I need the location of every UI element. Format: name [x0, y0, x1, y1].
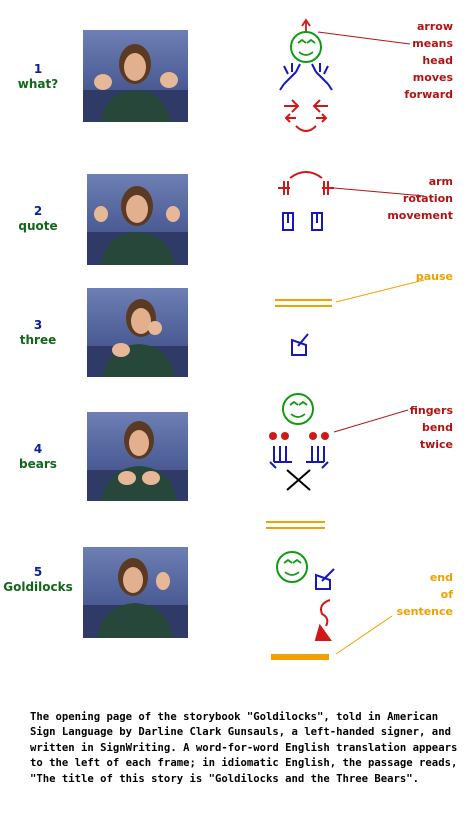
signer-photo-3 [87, 288, 188, 377]
annotation-line: head [422, 54, 453, 67]
annotation-line: rotation [402, 192, 453, 205]
row-number: 4 [33, 442, 43, 456]
spread-hands-icon [279, 63, 333, 91]
row-label-3: 3 three [3, 318, 73, 348]
annotation-line: bend [421, 421, 453, 434]
annotation-line: pause [415, 270, 453, 283]
signer-photo-2 [87, 174, 188, 265]
head-forward-arrow-icon [301, 18, 311, 32]
arm-rotation-icon [278, 171, 334, 195]
annotation-line: means [412, 37, 453, 50]
finger-bend-dots-icon [269, 432, 329, 440]
annotation-arm-rotation: arm rotation movement [387, 173, 453, 224]
crossed-arms-icon [286, 469, 311, 491]
row-label-1: 1 what? [3, 62, 73, 92]
row-number: 3 [33, 318, 43, 332]
row-label-2: 2 quote [3, 204, 73, 234]
annotation-line: sentence [396, 605, 453, 618]
face-icon [276, 551, 308, 583]
annotation-pause: pause [416, 268, 453, 285]
pause-bar-icon [275, 299, 332, 307]
signer-photo-4 [87, 412, 188, 501]
goldilocks-handshape-icon [315, 568, 335, 590]
quote-handshape-icon [282, 212, 323, 231]
end-of-sentence-bar-icon [271, 654, 329, 660]
face-icon [282, 393, 314, 425]
row-word: Goldilocks [3, 580, 73, 594]
row-word: bears [19, 457, 57, 471]
crossed-claw-hands-icon [269, 446, 329, 469]
annotation-head-forward: arrow means head moves forward [404, 18, 453, 103]
curl-movement-icon [314, 599, 332, 641]
annotation-line: fingers [409, 404, 453, 417]
annotation-end-of-sentence: end of sentence [397, 569, 453, 620]
face-icon [290, 31, 322, 63]
row-word: quote [18, 219, 58, 233]
three-handshape-icon [291, 333, 309, 356]
annotation-line: arrow [417, 20, 453, 33]
pause-bar-icon [266, 521, 325, 529]
row-word: what? [17, 77, 59, 91]
annotation-fingers-bend: fingers bend twice [410, 402, 453, 453]
annotation-line: arm [428, 175, 453, 188]
annotation-line: end [429, 571, 453, 584]
signer-photo-5 [83, 547, 188, 638]
signer-photo-1 [83, 30, 188, 122]
row-number: 2 [33, 204, 43, 218]
annotation-line: twice [419, 438, 453, 451]
row-label-4: 4 bears [3, 442, 73, 472]
annotation-line: moves [412, 71, 453, 84]
row-number: 1 [33, 62, 43, 76]
annotation-line: movement [387, 209, 453, 222]
annotation-line: of [440, 588, 453, 601]
caption-text: The opening page of the storybook "Goldi… [30, 711, 458, 785]
row-number: 5 [33, 565, 43, 579]
annotation-line: forward [404, 88, 453, 101]
row-label-5: 5 Goldilocks [3, 565, 73, 595]
rotation-arrows-icon [284, 99, 328, 132]
row-word: three [19, 333, 57, 347]
annotation-leader-lines [317, 31, 425, 655]
